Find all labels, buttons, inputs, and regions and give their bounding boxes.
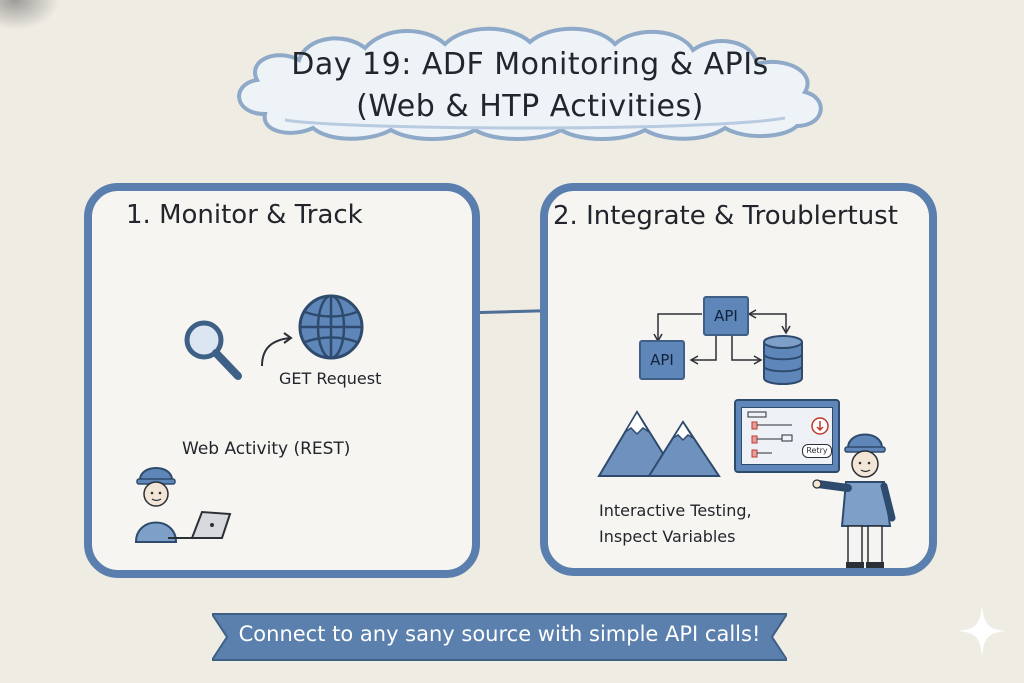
magnifier-icon <box>184 320 242 380</box>
laptop-icon <box>190 510 232 539</box>
web-activity-label: Web Activity (REST) <box>182 439 351 459</box>
title-line-2: (Web & HTP Activities) <box>356 89 704 124</box>
page-title: Day 19: ADF Monitoring & APIs (Web & HTP… <box>225 44 835 128</box>
debug-screen-icon: Retry <box>734 399 840 473</box>
engineer-icon <box>134 467 232 543</box>
testing-caption-line-1: Interactive Testing, <box>599 501 752 520</box>
testing-caption: Interactive Testing, Inspect Variables <box>599 498 752 550</box>
corner-smudge <box>0 0 60 30</box>
mountains-icon <box>597 410 721 477</box>
testing-caption-line-2: Inspect Variables <box>599 527 736 546</box>
api-box-left: API <box>639 340 685 380</box>
debug-screen-display: Retry <box>741 407 833 465</box>
title-cloud <box>237 26 823 141</box>
panel-heading-integrate: 2. Integrate & Troublertust <box>553 201 898 231</box>
panel-monitor-track <box>84 183 480 578</box>
debug-flow-lines <box>747 411 829 458</box>
globe-icon <box>298 294 364 360</box>
get-request-label: GET Request <box>279 369 382 388</box>
api-box-top: API <box>703 296 749 336</box>
database-icon <box>763 335 803 385</box>
sparkle-icon <box>958 605 1006 657</box>
engineer-pointing-icon <box>812 433 896 568</box>
arrow-icon <box>261 332 293 367</box>
panel-heading-monitor: 1. Monitor & Track <box>126 200 363 230</box>
title-line-1: Day 19: ADF Monitoring & APIs <box>291 47 769 82</box>
bottom-banner <box>212 613 787 661</box>
retry-button[interactable]: Retry <box>802 444 832 458</box>
banner-text: Connect to any sany source with simple A… <box>238 622 761 646</box>
